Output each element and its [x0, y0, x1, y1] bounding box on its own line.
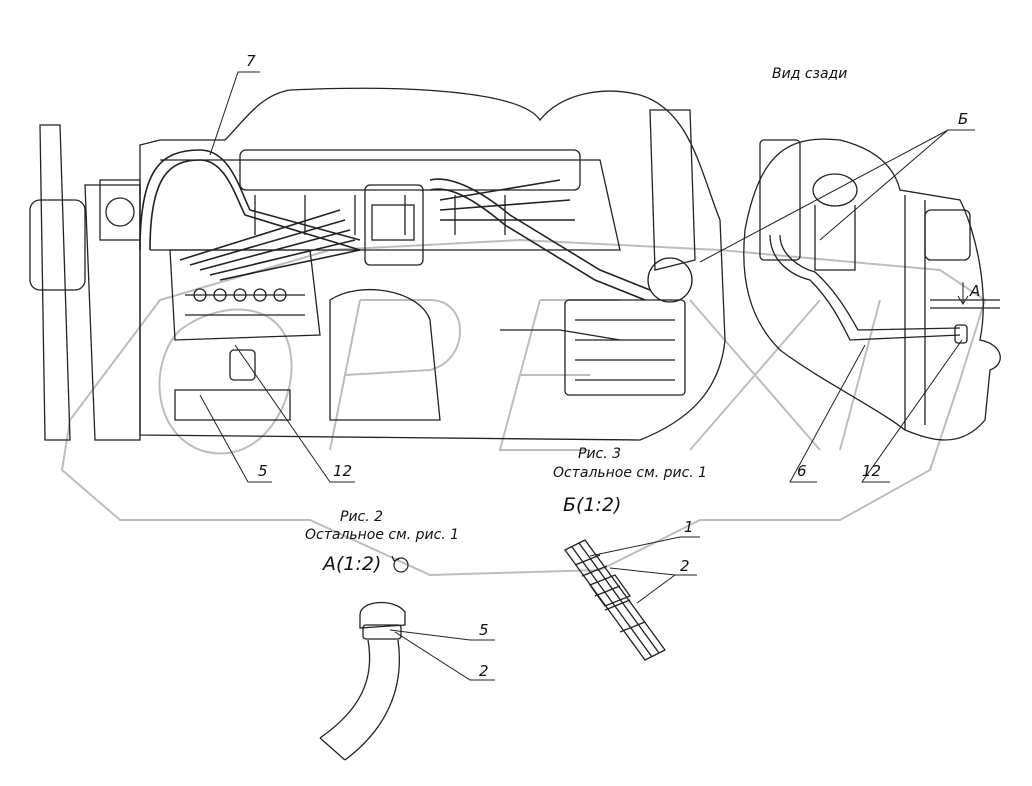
- engine-assembly: [139, 87, 726, 441]
- detail-a: [319, 601, 406, 761]
- watermark: [60, 238, 987, 577]
- callout-6: 6: [797, 462, 807, 480]
- rear-view: [743, 138, 1001, 441]
- fan-pulley: [29, 124, 141, 441]
- leader-lines: [199, 71, 975, 681]
- callout-2-detail-a: 2: [479, 662, 489, 680]
- fig3-title: Рис. 3: [578, 446, 622, 462]
- detail-b: [564, 539, 666, 661]
- callout-b: Б: [958, 110, 969, 128]
- fig3-note: Остальное см. рис. 1: [553, 465, 708, 481]
- rotation-symbol-icon: [391, 555, 409, 573]
- fig3-view: Б(1:2): [563, 494, 622, 516]
- fig2-note: Остальное см. рис. 1: [305, 527, 460, 543]
- view-title: Вид сзади: [772, 66, 848, 82]
- callout-5-detail-a: 5: [479, 621, 489, 639]
- fig2-title: Рис. 2: [340, 509, 384, 525]
- callout-7: 7: [246, 52, 256, 70]
- callout-12-main: 12: [333, 462, 353, 480]
- callout-5-main: 5: [258, 462, 268, 480]
- callout-a-arrow: А: [970, 282, 981, 300]
- callout-12-rear: 12: [862, 462, 882, 480]
- fuel-lines: [139, 149, 651, 301]
- fig2-view: А(1:2): [323, 553, 382, 575]
- callout-1: 1: [684, 518, 694, 536]
- callout-2-detail-b: 2: [680, 557, 690, 575]
